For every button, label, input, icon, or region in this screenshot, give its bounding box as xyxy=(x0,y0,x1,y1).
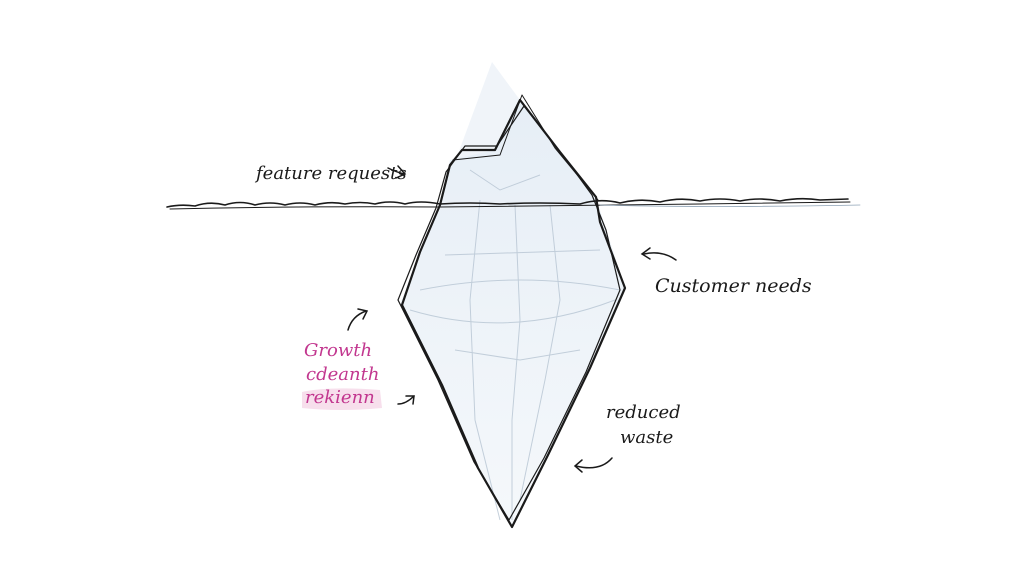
growth-highlight xyxy=(302,388,382,410)
arrow-feature-requests xyxy=(387,165,407,179)
label-customer-needs: Customer needs xyxy=(655,275,812,297)
label-growth-line3: rekienn xyxy=(305,387,375,408)
iceberg-outline xyxy=(397,94,627,529)
arrow-reduced-waste xyxy=(573,457,613,473)
arrow-customer-needs xyxy=(640,247,677,261)
arrow-growth xyxy=(347,308,369,331)
label-reduced-line2: waste xyxy=(620,427,673,448)
label-feature-requests: feature requests xyxy=(254,163,407,184)
label-reduced-line1: reduced xyxy=(606,402,681,423)
waterline xyxy=(166,197,861,210)
label-growth-line2: cdeanth xyxy=(306,364,379,385)
arrow-growth-lower xyxy=(397,395,415,405)
label-growth-line1: Growth xyxy=(304,340,372,361)
iceberg-facets xyxy=(409,169,621,521)
